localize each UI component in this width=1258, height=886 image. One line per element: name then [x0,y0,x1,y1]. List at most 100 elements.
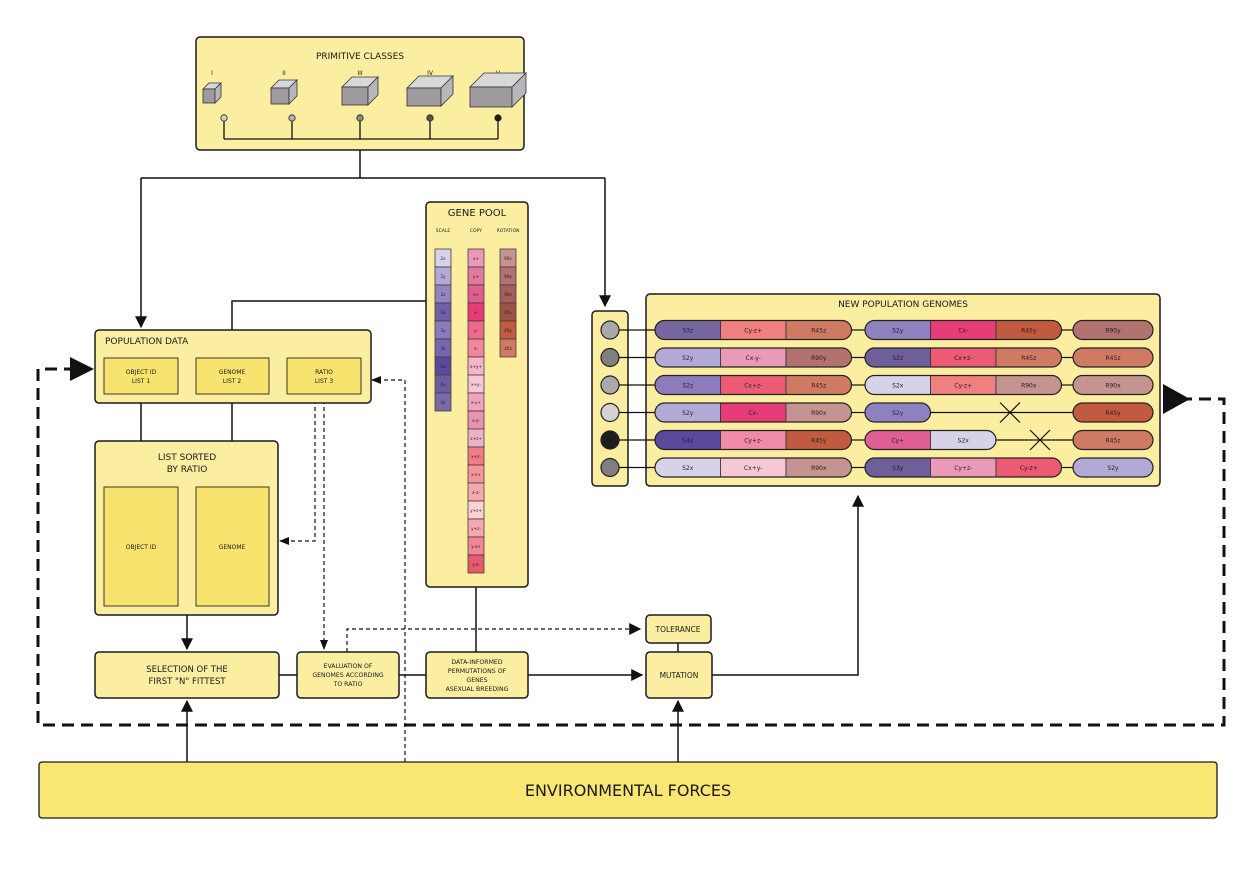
gene-cell[interactable]: x-y- [467,410,485,430]
gene-cell[interactable]: 2y [434,266,452,286]
svg-text:PERMUTATIONS OF: PERMUTATIONS OF [448,668,507,675]
selection-box[interactable]: SELECTION OF THE FIRST "N" FITTEST [94,651,280,699]
gene-cell[interactable]: 2x [434,248,452,268]
gene-cell[interactable]: y+ [467,266,485,286]
gene-cell[interactable]: 4z [434,392,452,412]
primitive-class-2[interactable]: II [270,70,298,139]
gene-cell[interactable]: x+z- [467,446,485,466]
sorted-object-id-column[interactable]: OBJECT ID [103,486,179,607]
new-population-title: NEW POPULATION GENOMES [838,300,968,310]
list-ratio[interactable]: RATIO LIST 3 [286,357,362,395]
svg-text:FIRST "N" FITTEST: FIRST "N" FITTEST [148,677,226,687]
tail-gene[interactable]: R45y [1072,402,1154,423]
individual-node[interactable] [600,457,620,478]
gene-cell[interactable]: x+ [467,248,485,268]
gene-cell[interactable]: z+ [467,284,485,304]
gene-cell[interactable]: x-z- [467,482,485,502]
gene-segment-label: Cx-y- [746,355,761,362]
individual-node[interactable] [600,320,620,340]
mutation-box[interactable]: MUTATION [645,651,713,699]
list-object-id[interactable]: OBJECT ID LIST 1 [103,357,179,395]
gene-cell[interactable]: 3y [434,320,452,340]
gene-cell[interactable]: 4x [434,356,452,376]
individual-node[interactable] [600,347,620,368]
class-node[interactable] [426,114,434,122]
primitive-class-3[interactable]: III [341,70,379,139]
gene-cell[interactable]: 3z [434,338,452,358]
gene-segment-label: Cx+y- [744,465,762,472]
evaluation-box[interactable]: EVALUATION OF GENOMES ACCORDING TO RATIO [296,651,400,699]
individual-node[interactable] [600,430,620,450]
gene-segment-label: S2y [892,328,904,335]
primitive-class-5[interactable]: V [469,70,527,139]
chromosome-secondary[interactable]: S2y [864,402,932,423]
cross-mark-icon [999,402,1021,423]
gene-cell[interactable]: x-z+ [467,464,485,484]
gene-label: y-z- [472,562,480,567]
gene-cell[interactable]: 2z [434,284,452,304]
gene-cell[interactable]: 4y [434,374,452,394]
tolerance-box[interactable]: TOLERANCE [645,614,712,644]
chromosome-secondary[interactable]: Cy+S2x [864,429,997,451]
class-node[interactable] [356,114,364,122]
gene-cell[interactable]: x+y- [467,374,485,394]
environmental-forces-box[interactable]: ENVIRONMENTAL FORCES [38,761,1218,819]
gene-segment-label: Cy-z+ [744,328,762,335]
tail-gene[interactable]: S2y [1072,457,1154,478]
svg-text:OBJECT ID: OBJECT ID [126,369,157,376]
gene-cell[interactable]: 45z [499,338,517,358]
sorted-list-panel: LIST SORTED BY RATIO OBJECT ID GENOME [94,440,279,616]
tail-gene[interactable]: R45z [1072,347,1154,368]
class-node[interactable] [220,114,228,122]
gene-cell[interactable]: 45x [499,302,517,322]
gene-label: 2z [441,292,447,297]
gene-cell[interactable]: 3x [434,302,452,322]
tail-gene[interactable]: R90x [1072,374,1154,396]
tail-gene[interactable]: R90y [1072,319,1154,341]
gene-label: 4y [440,382,446,387]
gene-cell[interactable]: y+z+ [467,500,485,520]
population-data-title: POPULATION DATA [105,337,189,347]
list-genome[interactable]: GENOME LIST 2 [195,357,270,395]
class-node[interactable] [288,114,296,122]
gene-cell[interactable]: x+z+ [467,428,485,448]
individual-node[interactable] [600,402,620,423]
gene-cell[interactable]: y-z+ [467,536,485,556]
gene-cell[interactable]: x-y+ [467,392,485,412]
gene-cell[interactable]: 45y [499,320,517,340]
gene-cell[interactable]: y-z- [467,554,485,574]
gene-label: 4x [440,364,446,369]
individual-node[interactable] [600,375,620,395]
primitive-class-1[interactable]: I [202,70,228,139]
gene-cell[interactable]: 90x [499,248,517,268]
gene-cell[interactable]: x- [467,302,485,322]
sorted-genome-column[interactable]: GENOME [195,486,270,607]
gene-cell[interactable]: 90y [499,266,517,286]
primitive-class-4[interactable]: IV [406,70,454,139]
class-node[interactable] [494,114,502,122]
gene-cell[interactable]: z- [467,338,485,358]
gene-cell[interactable]: 90z [499,284,517,304]
permutation-box[interactable]: DATA-INFORMED PERMUTATIONS OF GENES ASEX… [425,651,529,699]
gene-cell[interactable]: x+y+ [467,356,485,376]
gene-cell[interactable]: y- [467,320,485,340]
svg-text:MUTATION: MUTATION [660,671,699,680]
tail-gene[interactable]: R45z [1072,429,1154,451]
gene-cell[interactable]: y+z- [467,518,485,538]
